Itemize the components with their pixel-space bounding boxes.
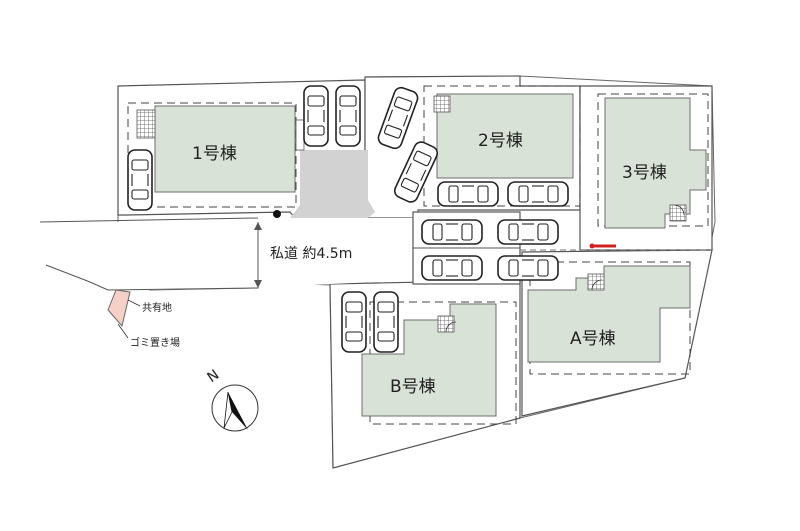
building-2 <box>436 93 574 179</box>
building-1-entry <box>136 109 156 139</box>
garbage-area-leader <box>117 323 129 339</box>
driveway-1 <box>290 150 375 218</box>
car-icon <box>421 219 483 245</box>
building-b <box>361 303 497 417</box>
lot-3-setback <box>597 93 709 227</box>
car-icon <box>421 255 483 281</box>
road-edge-bottom <box>107 287 259 291</box>
car-icon <box>303 85 329 147</box>
common-area-label: 共有地 <box>142 301 172 314</box>
lot-2-setback <box>423 85 581 207</box>
building-1 <box>154 105 296 193</box>
lot-1-setback <box>127 102 297 208</box>
north-arrow-icon <box>228 392 248 430</box>
garbage-area-label: ゴミ置き場 <box>130 336 180 349</box>
survey-point <box>273 210 281 218</box>
car-icon <box>497 219 559 245</box>
common-area <box>107 289 131 328</box>
car-icon <box>373 291 399 353</box>
building-a-door <box>591 279 603 291</box>
building-3-door <box>673 204 685 216</box>
dimension-arrow-top <box>254 222 262 230</box>
common-area-leader <box>127 299 141 307</box>
building-2-label: 2号棟 <box>478 131 523 151</box>
dimension-arrow-bottom <box>254 280 262 288</box>
car-icon <box>437 181 499 207</box>
car-icon <box>127 149 153 211</box>
north-label: N <box>204 367 222 386</box>
red-marker-dot <box>589 243 595 249</box>
building-b-label: B号棟 <box>390 377 436 397</box>
car-icon <box>497 255 559 281</box>
building-3-label: 3号棟 <box>622 163 667 183</box>
building-a <box>527 265 691 363</box>
car-icon <box>341 291 367 353</box>
building-a-label: A号棟 <box>570 329 616 349</box>
car-icon <box>507 181 569 207</box>
building-3 <box>604 97 707 229</box>
north-arrow-icon-half <box>223 391 233 429</box>
road-edge-top <box>39 217 259 223</box>
road-edge-left <box>45 264 91 283</box>
road-label: 私道 約4.5m <box>270 246 352 262</box>
building-1-porch <box>295 119 305 151</box>
building-2-entry <box>433 95 451 113</box>
private-road <box>40 218 418 290</box>
road-edge-left2 <box>89 281 109 291</box>
car-icon <box>335 85 361 147</box>
building-b-door <box>445 321 457 333</box>
building-1-label: 1号棟 <box>192 144 237 164</box>
